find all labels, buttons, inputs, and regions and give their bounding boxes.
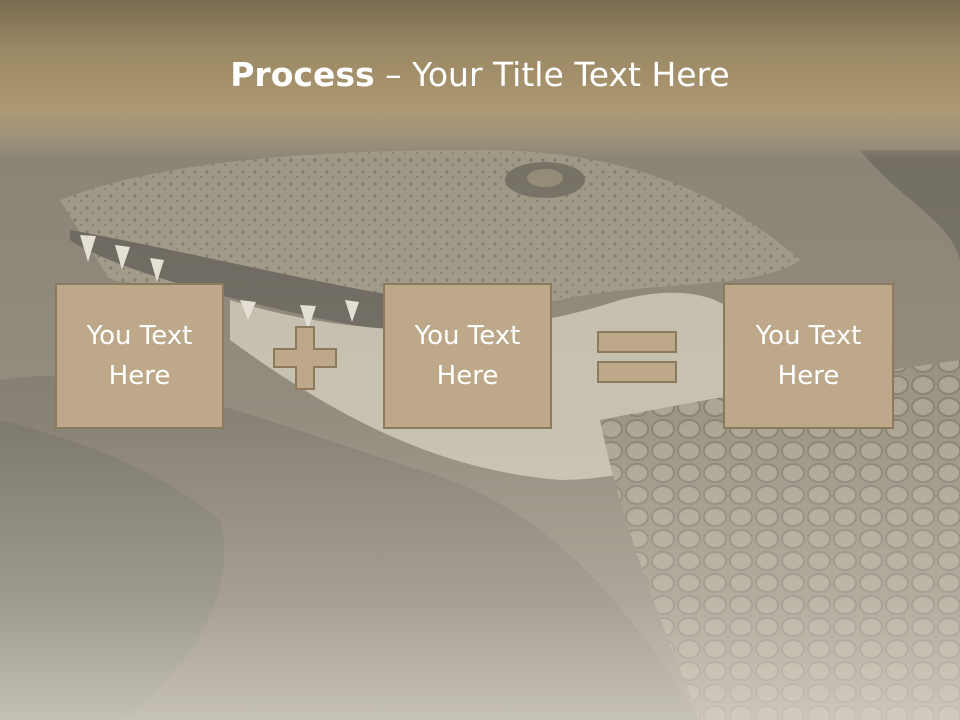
process-box-2[interactable]: You Text Here xyxy=(383,283,552,429)
process-box-label: You Text Here xyxy=(755,321,862,391)
title-band xyxy=(0,0,960,160)
process-box-label: You Text Here xyxy=(86,321,193,391)
process-box-label: You Text Here xyxy=(414,321,521,391)
process-box-3[interactable]: You Text Here xyxy=(723,283,894,429)
title-rest: Your Title Text Here xyxy=(412,55,730,94)
slide-title: Process – Your Title Text Here xyxy=(0,52,960,98)
process-box-1[interactable]: You Text Here xyxy=(55,283,224,429)
plus-icon xyxy=(273,326,337,390)
title-bold: Process xyxy=(230,55,375,94)
equals-icon xyxy=(597,331,677,383)
title-dash: – xyxy=(374,55,413,94)
